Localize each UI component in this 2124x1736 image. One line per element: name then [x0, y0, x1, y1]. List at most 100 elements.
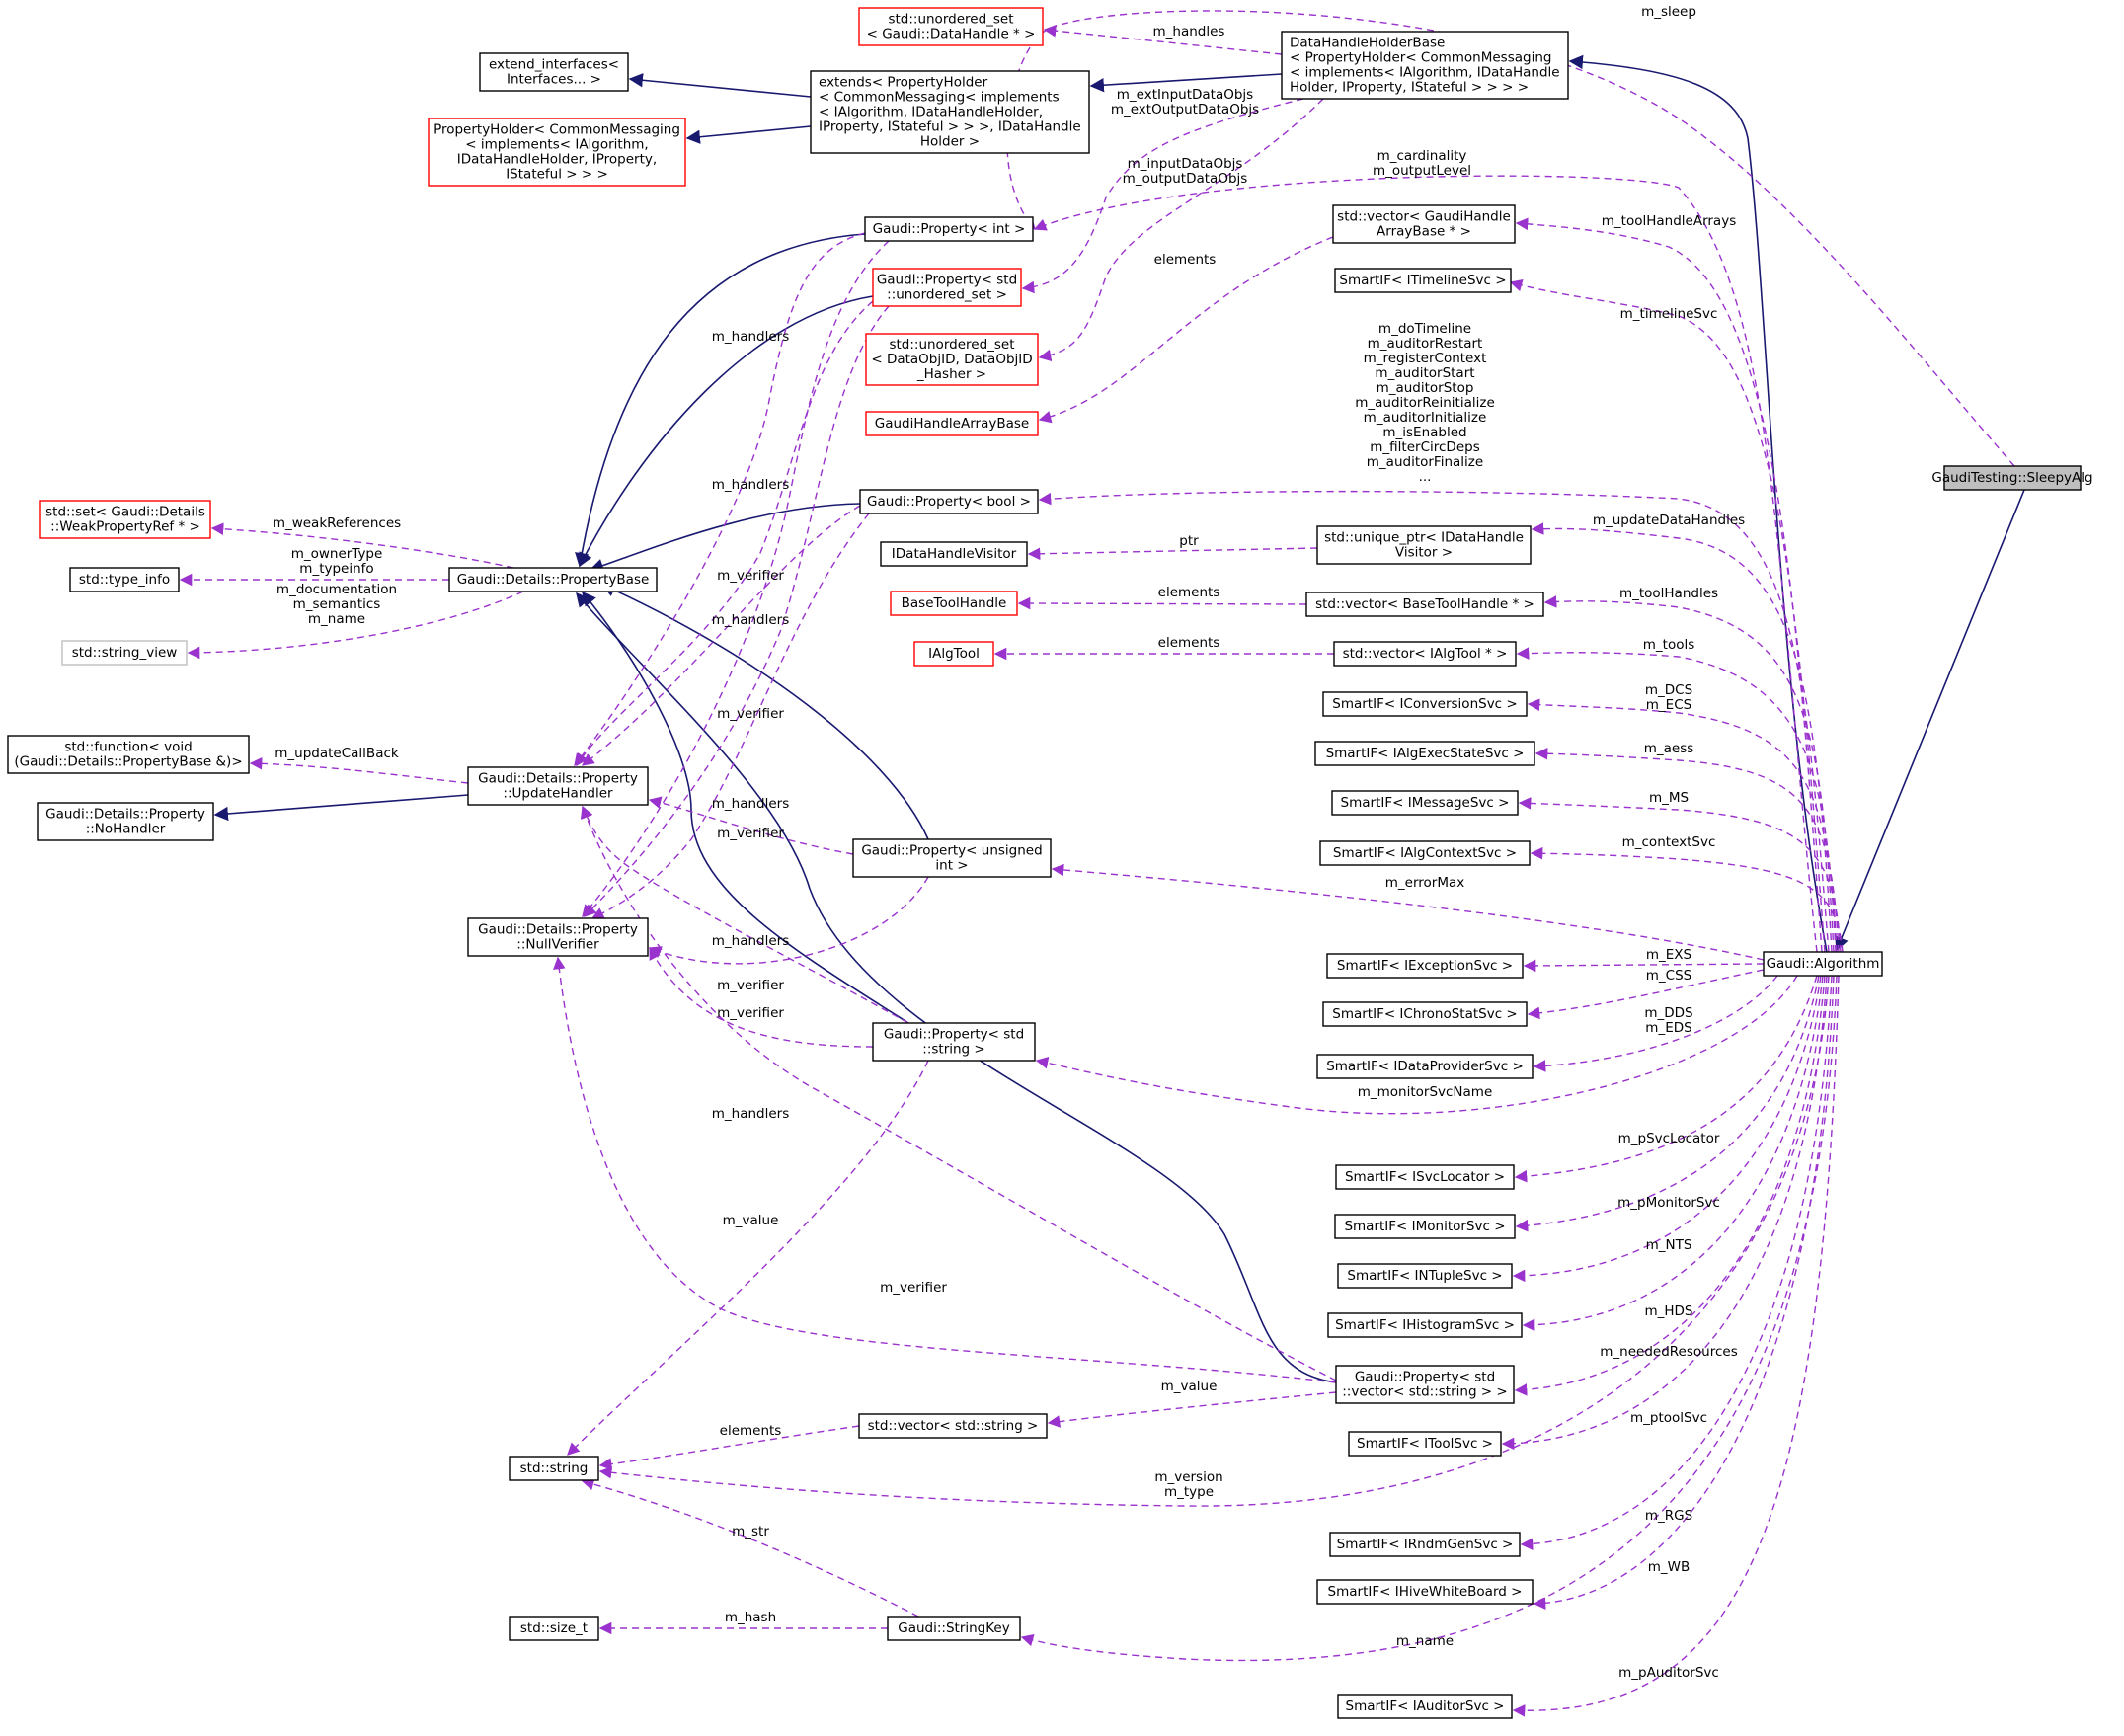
usage-edge-algorithm-to-sif_tool [1501, 975, 1828, 1451]
usage-edge-algorithm-to-sif_aess [1534, 747, 1840, 953]
edge-label-m-handlers-2: m_handlers [712, 477, 790, 493]
class-node-updatehandler[interactable]: Gaudi::Details::Property::UpdateHandler [467, 766, 649, 806]
class-node-gh-arraybase[interactable]: GaudiHandleArrayBase [865, 411, 1039, 436]
edge-label-m-NTS: m_NTS [1646, 1237, 1692, 1253]
class-node-sif-mon[interactable]: SmartIF< IMonitorSvc > [1334, 1214, 1516, 1239]
class-node-nullverifier[interactable]: Gaudi::Details::Property::NullVerifier [467, 917, 649, 957]
edge-label-line: m_handlers [712, 329, 790, 345]
class-node-basetoolhandle[interactable]: BaseToolHandle [890, 591, 1018, 616]
edge-label-line: m_extOutputDataObjs [1111, 102, 1259, 118]
edge-label-line: m_auditorRestart [1368, 336, 1483, 352]
class-node-stringkey[interactable]: Gaudi::StringKey [887, 1616, 1021, 1641]
edge-label-line: m_handlers [712, 933, 790, 949]
class-node-prop-bool[interactable]: Gaudi::Property< bool > [859, 489, 1039, 514]
class-node-label-line: Gaudi::Details::Property [478, 771, 638, 787]
edge-label-line: m_EXS [1646, 947, 1691, 963]
class-node-box [7, 735, 250, 774]
class-node-box [509, 1456, 599, 1481]
usage-edge-propbase-to-set_weak [210, 522, 514, 569]
class-node-label-line: ::vector< std::string > > [1342, 1384, 1507, 1400]
class-node-sif-histo[interactable]: SmartIF< IHistogramSvc > [1327, 1312, 1523, 1338]
class-node-label-line: std::unordered_set [889, 337, 1014, 353]
class-node-idh-visitor[interactable]: IDataHandleVisitor [880, 541, 1028, 567]
class-node-vec-string[interactable]: std::vector< std::string > [858, 1413, 1048, 1439]
edge-label-line: elements [1158, 635, 1220, 651]
class-node-sif-exc[interactable]: SmartIF< IExceptionSvc > [1326, 953, 1524, 979]
class-node-box [1322, 691, 1528, 717]
class-node-sif-auditor[interactable]: SmartIF< IAuditorSvc > [1337, 1694, 1513, 1719]
class-node-prop-uset[interactable]: Gaudi::Property< std::unordered_set > [872, 268, 1022, 307]
class-node-sif-msg[interactable]: SmartIF< IMessageSvc > [1331, 790, 1519, 816]
usage-edge-vec_string-to-std_string [598, 1425, 860, 1470]
class-node-sif-aess[interactable]: SmartIF< IAlgExecStateSvc > [1314, 741, 1535, 766]
class-node-uset-objid[interactable]: std::unordered_set< DataObjID, DataObjID… [865, 333, 1039, 386]
class-node-sif-hive[interactable]: SmartIF< IHiveWhiteBoard > [1316, 1579, 1534, 1605]
class-node-ialgtool[interactable]: IAlgTool [913, 641, 994, 667]
class-node-sif-ntuple[interactable]: SmartIF< INTupleSvc > [1337, 1263, 1513, 1289]
class-node-prop-string[interactable]: Gaudi::Property< std::string > [872, 1022, 1036, 1062]
class-node-std-string[interactable]: std::string [509, 1456, 599, 1481]
class-node-nohandler[interactable]: Gaudi::Details::Property::NoHandler [37, 802, 214, 841]
class-node-set-weak[interactable]: std::set< Gaudi::Details::WeakPropertyRe… [39, 500, 211, 539]
class-node-string-view[interactable]: std::string_view [61, 640, 188, 666]
edge-label-line: m_version [1154, 1469, 1222, 1485]
class-node-box [865, 411, 1039, 436]
class-node-sif-tool[interactable]: SmartIF< IToolSvc > [1348, 1431, 1502, 1457]
class-node-label-line: Gaudi::Algorithm [1767, 956, 1880, 972]
class-node-label-line: SmartIF< IHiveWhiteBoard > [1328, 1584, 1523, 1600]
class-node-ext-ifaces[interactable]: extend_interfaces<Interfaces... > [479, 52, 629, 92]
class-node-sif-svcloc[interactable]: SmartIF< ISvcLocator > [1335, 1164, 1515, 1190]
class-node-algorithm[interactable]: Gaudi::Algorithm [1763, 951, 1883, 977]
class-node-uset-dh[interactable]: std::unordered_set< Gaudi::DataHandle * … [858, 7, 1044, 46]
class-node-box [37, 802, 214, 841]
class-node-label-line: extends< PropertyHolder [819, 75, 988, 91]
usage-edge-algorithm-to-vec_btool [1543, 595, 1835, 953]
class-node-sif-rndm[interactable]: SmartIF< IRndmGenSvc > [1329, 1532, 1521, 1557]
edge-label-line: m_contextSvc [1622, 834, 1716, 850]
edge-label-line: m_weakReferences [273, 515, 401, 531]
edge-label-m-pMonitorSvc: m_pMonitorSvc [1617, 1195, 1720, 1211]
class-node-type-info[interactable]: std::type_info [69, 567, 180, 592]
class-node-sleepy[interactable]: GaudiTesting::SleepyAlg [1931, 465, 2093, 491]
edge-label-elements-ialgtool: elements [1158, 635, 1220, 651]
usage-edge-algorithm-to-sif_rndm [1520, 975, 1833, 1551]
edge-label-line: m_updateDataHandles [1593, 513, 1745, 528]
class-node-box [467, 766, 649, 806]
class-node-sif-timeline[interactable]: SmartIF< ITimelineSvc > [1334, 268, 1512, 293]
class-node-label-line: ::UpdateHandler [503, 786, 613, 802]
class-node-propbase[interactable]: Gaudi::Details::PropertyBase [448, 567, 658, 592]
class-node-prop-int[interactable]: Gaudi::Property< int > [864, 216, 1034, 242]
edge-label-line: m_handlers [712, 796, 790, 812]
usage-edge-algorithm-to-prop_vecstr [1514, 975, 1826, 1396]
class-node-propholder[interactable]: PropertyHolder< CommonMessaging< impleme… [428, 118, 686, 187]
class-node-uptr-visitor[interactable]: std::unique_ptr< IDataHandleVisitor > [1316, 525, 1532, 565]
class-node-vec-ialgtool[interactable]: std::vector< IAlgTool * > [1333, 641, 1517, 667]
class-node-label-line: Gaudi::Property< std [877, 273, 1017, 288]
usage-edge-vec_ghab-to-gh_arraybase [1038, 236, 1334, 424]
class-node-sif-actx[interactable]: SmartIF< IAlgContextSvc > [1319, 840, 1531, 866]
class-node-label-line: BaseToolHandle [902, 595, 1007, 611]
class-node-label-line: GaudiTesting::SleepyAlg [1931, 470, 2092, 486]
class-node-sif-conv[interactable]: SmartIF< IConversionSvc > [1322, 691, 1528, 717]
class-node-vec-ghab[interactable]: std::vector< GaudiHandleArrayBase * > [1332, 204, 1516, 244]
class-node-std-function[interactable]: std::function< void(Gaudi::Details::Prop… [7, 735, 250, 774]
class-node-dhhb[interactable]: DataHandleHolderBase< PropertyHolder< Co… [1281, 31, 1569, 100]
class-node-vec-btool[interactable]: std::vector< BaseToolHandle * > [1305, 592, 1544, 617]
usage-edge-algorithm-to-prop_uint [1051, 863, 1765, 961]
class-node-size-t[interactable]: std::size_t [509, 1616, 599, 1641]
class-node-box [1335, 1164, 1515, 1190]
class-node-sif-chrono[interactable]: SmartIF< IChronoStatSvc > [1322, 1001, 1528, 1027]
edges-layer [179, 10, 2025, 1717]
class-node-extends[interactable]: extends< PropertyHolder< CommonMessaging… [810, 70, 1090, 154]
class-node-box [39, 500, 211, 539]
edge-label-m-handlers-6: m_handlers [712, 1106, 790, 1122]
class-node-label-line: std::string_view [72, 645, 178, 661]
edge-label-m-verifier-3: m_verifier [717, 826, 784, 841]
class-node-label-line: PropertyHolder< CommonMessaging [433, 122, 680, 138]
class-node-sif-dp[interactable]: SmartIF< IDataProviderSvc > [1316, 1054, 1534, 1079]
usage-edge-prop_string-to-std_string [567, 1060, 929, 1456]
class-node-prop-vecstr[interactable]: Gaudi::Property< std::vector< std::strin… [1335, 1365, 1515, 1404]
usage-edge-uptr_visitor-to-idh_visitor [1027, 547, 1318, 561]
edge-label-line: m_ptoolSvc [1630, 1410, 1707, 1426]
